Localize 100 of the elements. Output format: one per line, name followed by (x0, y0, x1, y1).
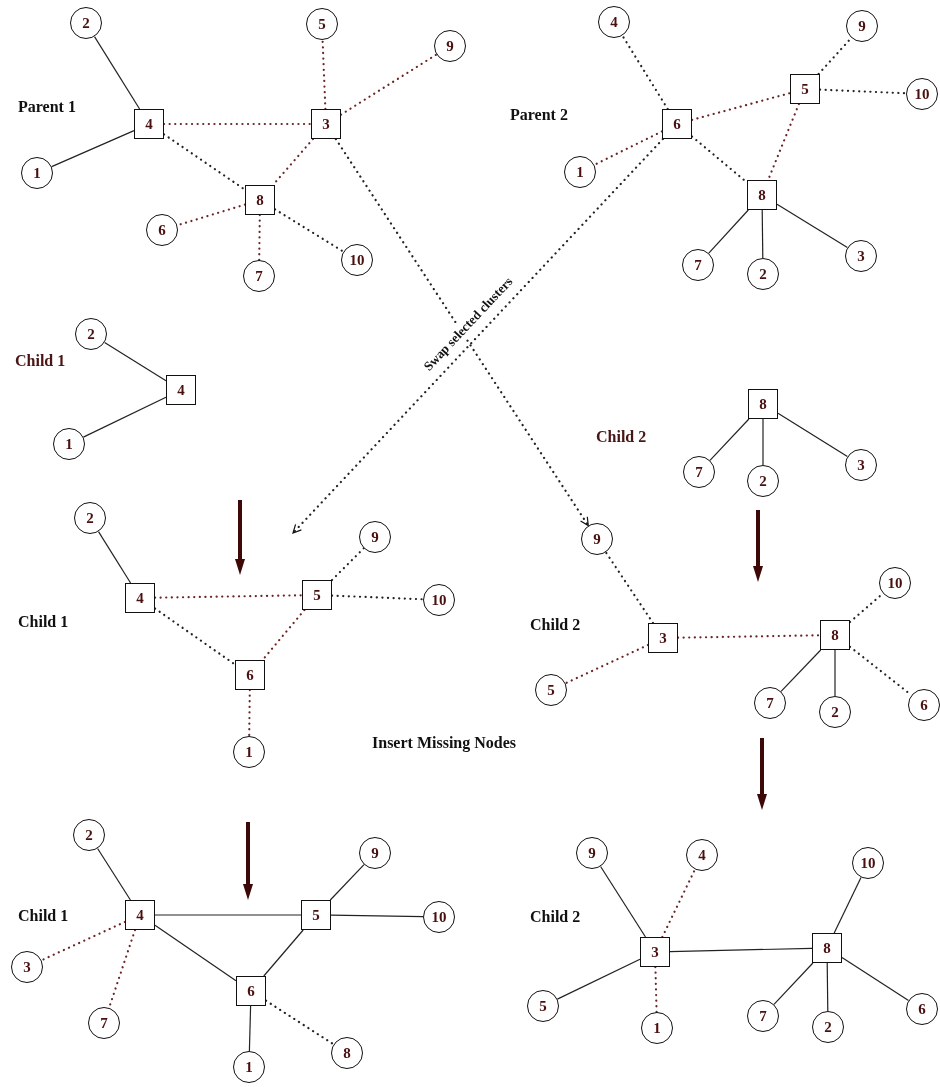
connector-line (761, 209, 764, 259)
connector-line (263, 929, 304, 977)
stage-label: Parent 2 (510, 106, 568, 124)
connector-line (154, 914, 302, 916)
connector-line (248, 688, 251, 738)
node-circle: 9 (846, 10, 878, 42)
node-circle: 9 (359, 521, 391, 553)
node-circle: 5 (306, 8, 338, 40)
cluster-head-box: 5 (302, 580, 332, 610)
connector-line (661, 868, 697, 939)
connector-line (248, 1005, 252, 1052)
connector-line (621, 34, 669, 111)
node-circle: 6 (908, 689, 940, 721)
node-circle: 10 (906, 78, 938, 110)
stage-label: Insert Missing Nodes (372, 734, 516, 752)
connector-line (97, 531, 132, 584)
connector-line (833, 876, 862, 934)
node-circle: 10 (879, 567, 911, 599)
cluster-head-box: 8 (748, 389, 778, 419)
connector-line (264, 999, 335, 1046)
node-circle: 2 (747, 465, 779, 497)
node-circle: 4 (686, 839, 718, 871)
connector-line (153, 594, 304, 599)
connector-line (93, 36, 141, 110)
cluster-head-box: 3 (640, 937, 670, 967)
connector-line (818, 88, 908, 95)
cluster-head-box: 4 (166, 375, 196, 405)
cluster-head-box: 6 (236, 976, 266, 1006)
cluster-head-box: 6 (235, 660, 265, 690)
stage-label: Child 2 (530, 616, 581, 634)
cluster-head-box: 3 (648, 623, 678, 653)
connector-line (82, 396, 167, 438)
node-circle: 1 (233, 1051, 265, 1083)
connector-line (669, 947, 813, 953)
node-circle: 4 (598, 6, 630, 38)
node-circle: 8 (331, 1037, 363, 1069)
node-circle: 7 (88, 1007, 120, 1039)
connector-line (848, 592, 884, 624)
stage-label: Child 1 (18, 907, 69, 925)
node-circle: 1 (641, 1012, 673, 1044)
node-circle: 3 (845, 449, 877, 481)
node-circle: 2 (812, 1011, 844, 1043)
connector-line (162, 133, 247, 191)
connector-line (273, 208, 345, 253)
node-circle: 7 (682, 249, 714, 281)
node-circle: 9 (581, 523, 613, 555)
connector-line (329, 864, 365, 901)
connector-line (330, 914, 424, 918)
node-circle: 7 (747, 1000, 779, 1032)
connector-line (153, 607, 237, 666)
connector-line (593, 130, 664, 166)
connector-line (604, 551, 655, 625)
connector-line (654, 965, 658, 1014)
cluster-head-box: 5 (301, 900, 331, 930)
cluster-head-box: 5 (790, 74, 820, 104)
node-circle: 1 (53, 428, 85, 460)
node-circle: 2 (70, 7, 102, 39)
node-circle: 7 (243, 260, 275, 292)
connector-line (708, 209, 749, 254)
connector-line (258, 213, 261, 262)
cluster-head-box: 4 (125, 900, 155, 930)
cluster-head-box: 8 (812, 933, 842, 963)
node-circle: 5 (535, 674, 567, 706)
node-circle: 9 (359, 837, 391, 869)
node-circle: 7 (683, 456, 715, 488)
dotted-arrow (334, 137, 590, 527)
node-circle: 10 (423, 901, 455, 933)
connector-line (834, 649, 836, 697)
cluster-head-box: 8 (245, 185, 275, 215)
cluster-head-box: 8 (820, 620, 850, 650)
connector-line (841, 957, 910, 1001)
connector-line (676, 634, 822, 639)
node-circle: 10 (341, 244, 373, 276)
cluster-head-box: 6 (662, 109, 692, 139)
stage-label: Child 1 (15, 352, 66, 370)
connector-line (162, 122, 313, 126)
cluster-head-box: 8 (747, 180, 777, 210)
stage-label: Parent 1 (18, 98, 76, 116)
cluster-head-box: 4 (134, 109, 164, 139)
node-circle: 9 (576, 837, 608, 869)
connector-line (826, 962, 829, 1012)
node-circle: 2 (73, 819, 105, 851)
connector-line (104, 341, 167, 382)
stage-label: Child 2 (596, 428, 647, 446)
node-circle: 2 (819, 696, 851, 728)
node-circle: 3 (11, 951, 43, 983)
connector-line (762, 418, 764, 466)
connector-line (108, 928, 137, 1009)
connector-line (780, 649, 822, 692)
node-circle: 2 (75, 318, 107, 350)
connector-line (97, 847, 131, 901)
connector-line (330, 594, 425, 601)
node-circle: 10 (852, 847, 884, 879)
node-circle: 7 (754, 687, 786, 719)
node-circle: 2 (747, 258, 779, 290)
node-circle: 1 (233, 736, 265, 768)
connector-line (154, 924, 237, 982)
stage-label: Child 1 (18, 613, 69, 631)
connector-line (777, 412, 848, 458)
connector-line (776, 203, 848, 249)
